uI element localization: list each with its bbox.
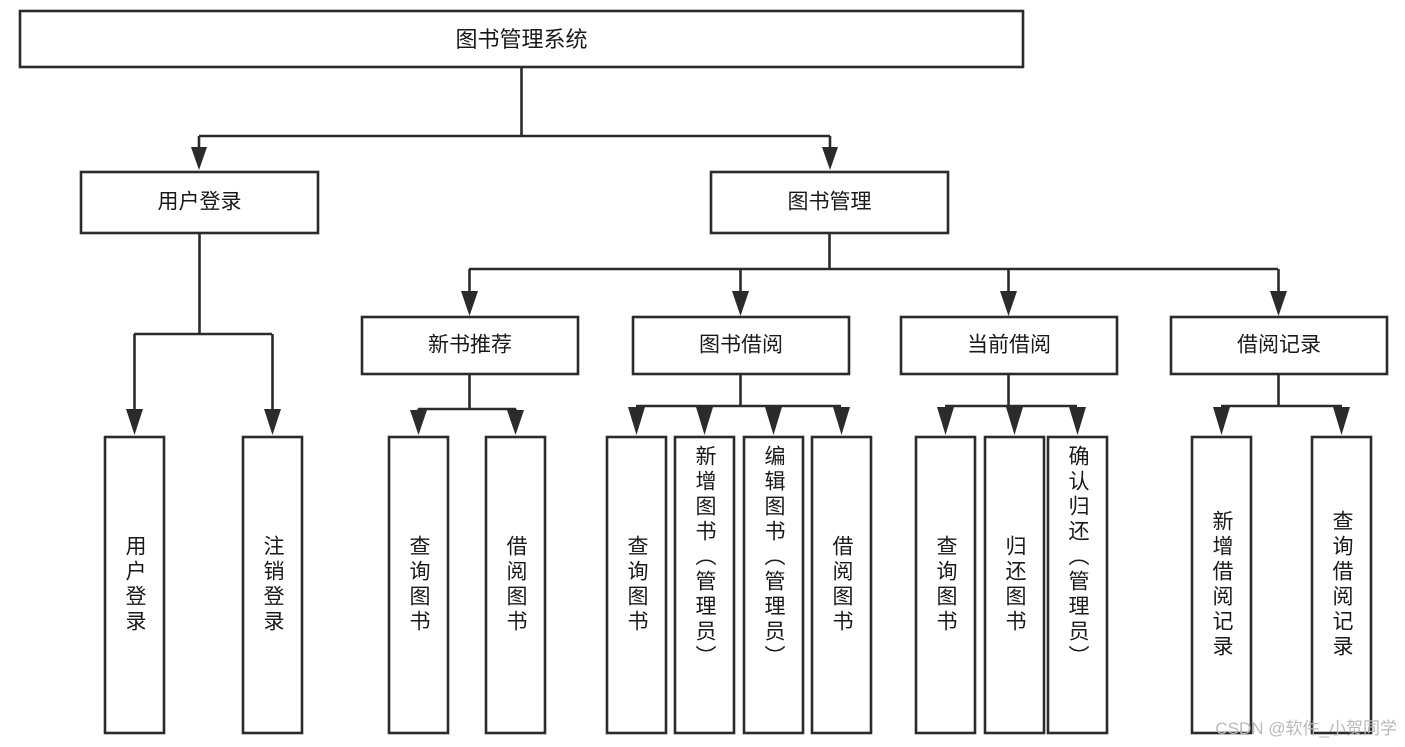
node-leaf-edit-book-box[interactable]	[742, 435, 805, 735]
node-borrow-record-box[interactable]	[1169, 315, 1389, 376]
arrow-br-leaf-2	[1333, 407, 1350, 435]
arrow-br-leaf-1	[1213, 407, 1230, 435]
arrow-root-to-user-login	[191, 147, 207, 170]
node-leaf-confirm-return-box[interactable]	[1046, 435, 1109, 735]
node-leaf-add-record-box[interactable]	[1190, 435, 1253, 735]
node-book-manage[interactable]: 图书管理	[709, 170, 950, 235]
node-book-borrow-label: 图书借阅	[699, 334, 783, 357]
arrow-book-manage-child-1	[461, 291, 478, 316]
node-leaf-add-book-box[interactable]	[673, 435, 736, 735]
node-root-box[interactable]	[18, 9, 1025, 69]
arrow-cb-leaf-2	[1006, 407, 1023, 435]
edge-group-new-book-recommend	[410, 374, 524, 435]
node-root-label: 图书管理系统	[455, 27, 587, 52]
node-leaf-query-book-cur-box[interactable]	[914, 435, 977, 735]
node-user-login-label: 用户登录	[158, 191, 242, 214]
edge-group-book-borrow	[628, 374, 850, 435]
watermark: CSDN @软件_小贺同学	[1215, 719, 1397, 738]
edge-group-root	[191, 67, 838, 170]
node-leaf-user-login-box[interactable]	[103, 435, 166, 735]
node-new-book-recommend-box[interactable]	[360, 315, 580, 376]
arrow-nbr-leaf-1	[410, 410, 427, 435]
edge-group-borrow-record	[1213, 374, 1350, 435]
node-leaf-query-book-bor-box[interactable]	[605, 435, 668, 735]
leaf-box-group	[103, 435, 1373, 735]
node-user-login-box[interactable]	[79, 170, 320, 235]
edge-group-book-manage	[461, 233, 1287, 316]
node-leaf-query-book-rec-box[interactable]	[387, 435, 450, 735]
arrow-cb-leaf-1	[937, 407, 954, 435]
node-current-borrow-box[interactable]	[899, 315, 1119, 376]
node-new-book-recommend[interactable]: 新书推荐	[360, 315, 580, 376]
arrow-nbr-leaf-2	[507, 410, 524, 435]
node-leaf-user-logout-box[interactable]	[241, 435, 304, 735]
arrow-book-manage-child-2	[732, 291, 749, 316]
node-book-manage-label: 图书管理	[788, 191, 872, 214]
arrow-book-manage-child-3	[1000, 291, 1017, 316]
arrow-book-manage-child-4	[1270, 291, 1287, 316]
node-leaf-query-record-box[interactable]	[1310, 435, 1373, 735]
node-root[interactable]: 图书管理系统	[18, 9, 1025, 69]
arrow-root-to-book-manage	[822, 147, 838, 170]
node-book-manage-box[interactable]	[709, 170, 950, 235]
node-leaf-return-book-box[interactable]	[983, 435, 1046, 735]
arrow-bb-leaf-3	[765, 407, 782, 435]
node-current-borrow[interactable]: 当前借阅	[899, 315, 1119, 376]
edge-group-current-borrow	[937, 374, 1086, 435]
arrow-bb-leaf-1	[628, 407, 645, 435]
node-new-book-recommend-label: 新书推荐	[428, 334, 512, 357]
node-book-borrow-box[interactable]	[631, 315, 851, 376]
arrow-cb-leaf-3	[1069, 407, 1086, 435]
arrow-bb-leaf-2	[696, 407, 713, 435]
node-leaf-borrow-book-rec-box[interactable]	[484, 435, 547, 735]
arrow-user-login-leaf-2	[264, 409, 281, 435]
arrow-bb-leaf-4	[833, 407, 850, 435]
edge-group-user-login	[126, 233, 281, 435]
node-current-borrow-label: 当前借阅	[967, 334, 1051, 357]
node-borrow-record[interactable]: 借阅记录	[1169, 315, 1389, 376]
node-leaf-borrow-book-bor-box[interactable]	[810, 435, 873, 735]
node-book-borrow[interactable]: 图书借阅	[631, 315, 851, 376]
arrow-user-login-leaf-1	[126, 409, 143, 435]
node-borrow-record-label: 借阅记录	[1237, 334, 1321, 357]
node-user-login[interactable]: 用户登录	[79, 170, 320, 235]
